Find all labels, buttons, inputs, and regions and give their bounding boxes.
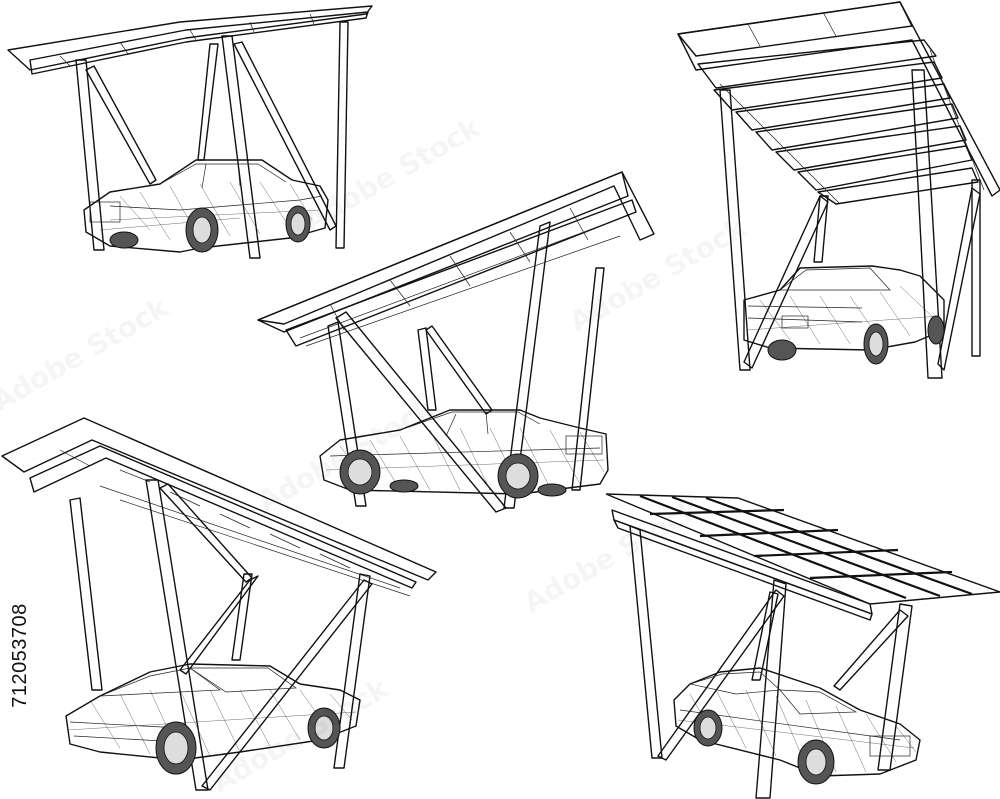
- carport-bottom-left: [1, 417, 437, 791]
- stock-id-label: 712053708: [0, 560, 40, 750]
- carport-bottom-right: [605, 493, 1000, 799]
- sedan-rear-quarter: [65, 663, 361, 775]
- sedan-side: [319, 409, 609, 499]
- sedan-front-quarter: [673, 667, 921, 785]
- carport-top-right: [677, 1, 1000, 379]
- sedan-front-left: [83, 159, 329, 253]
- sedan-rear: [743, 265, 945, 365]
- carport-top-left: [7, 5, 373, 259]
- carport-middle: [257, 171, 655, 513]
- stock-id-text: 712053708: [8, 602, 31, 708]
